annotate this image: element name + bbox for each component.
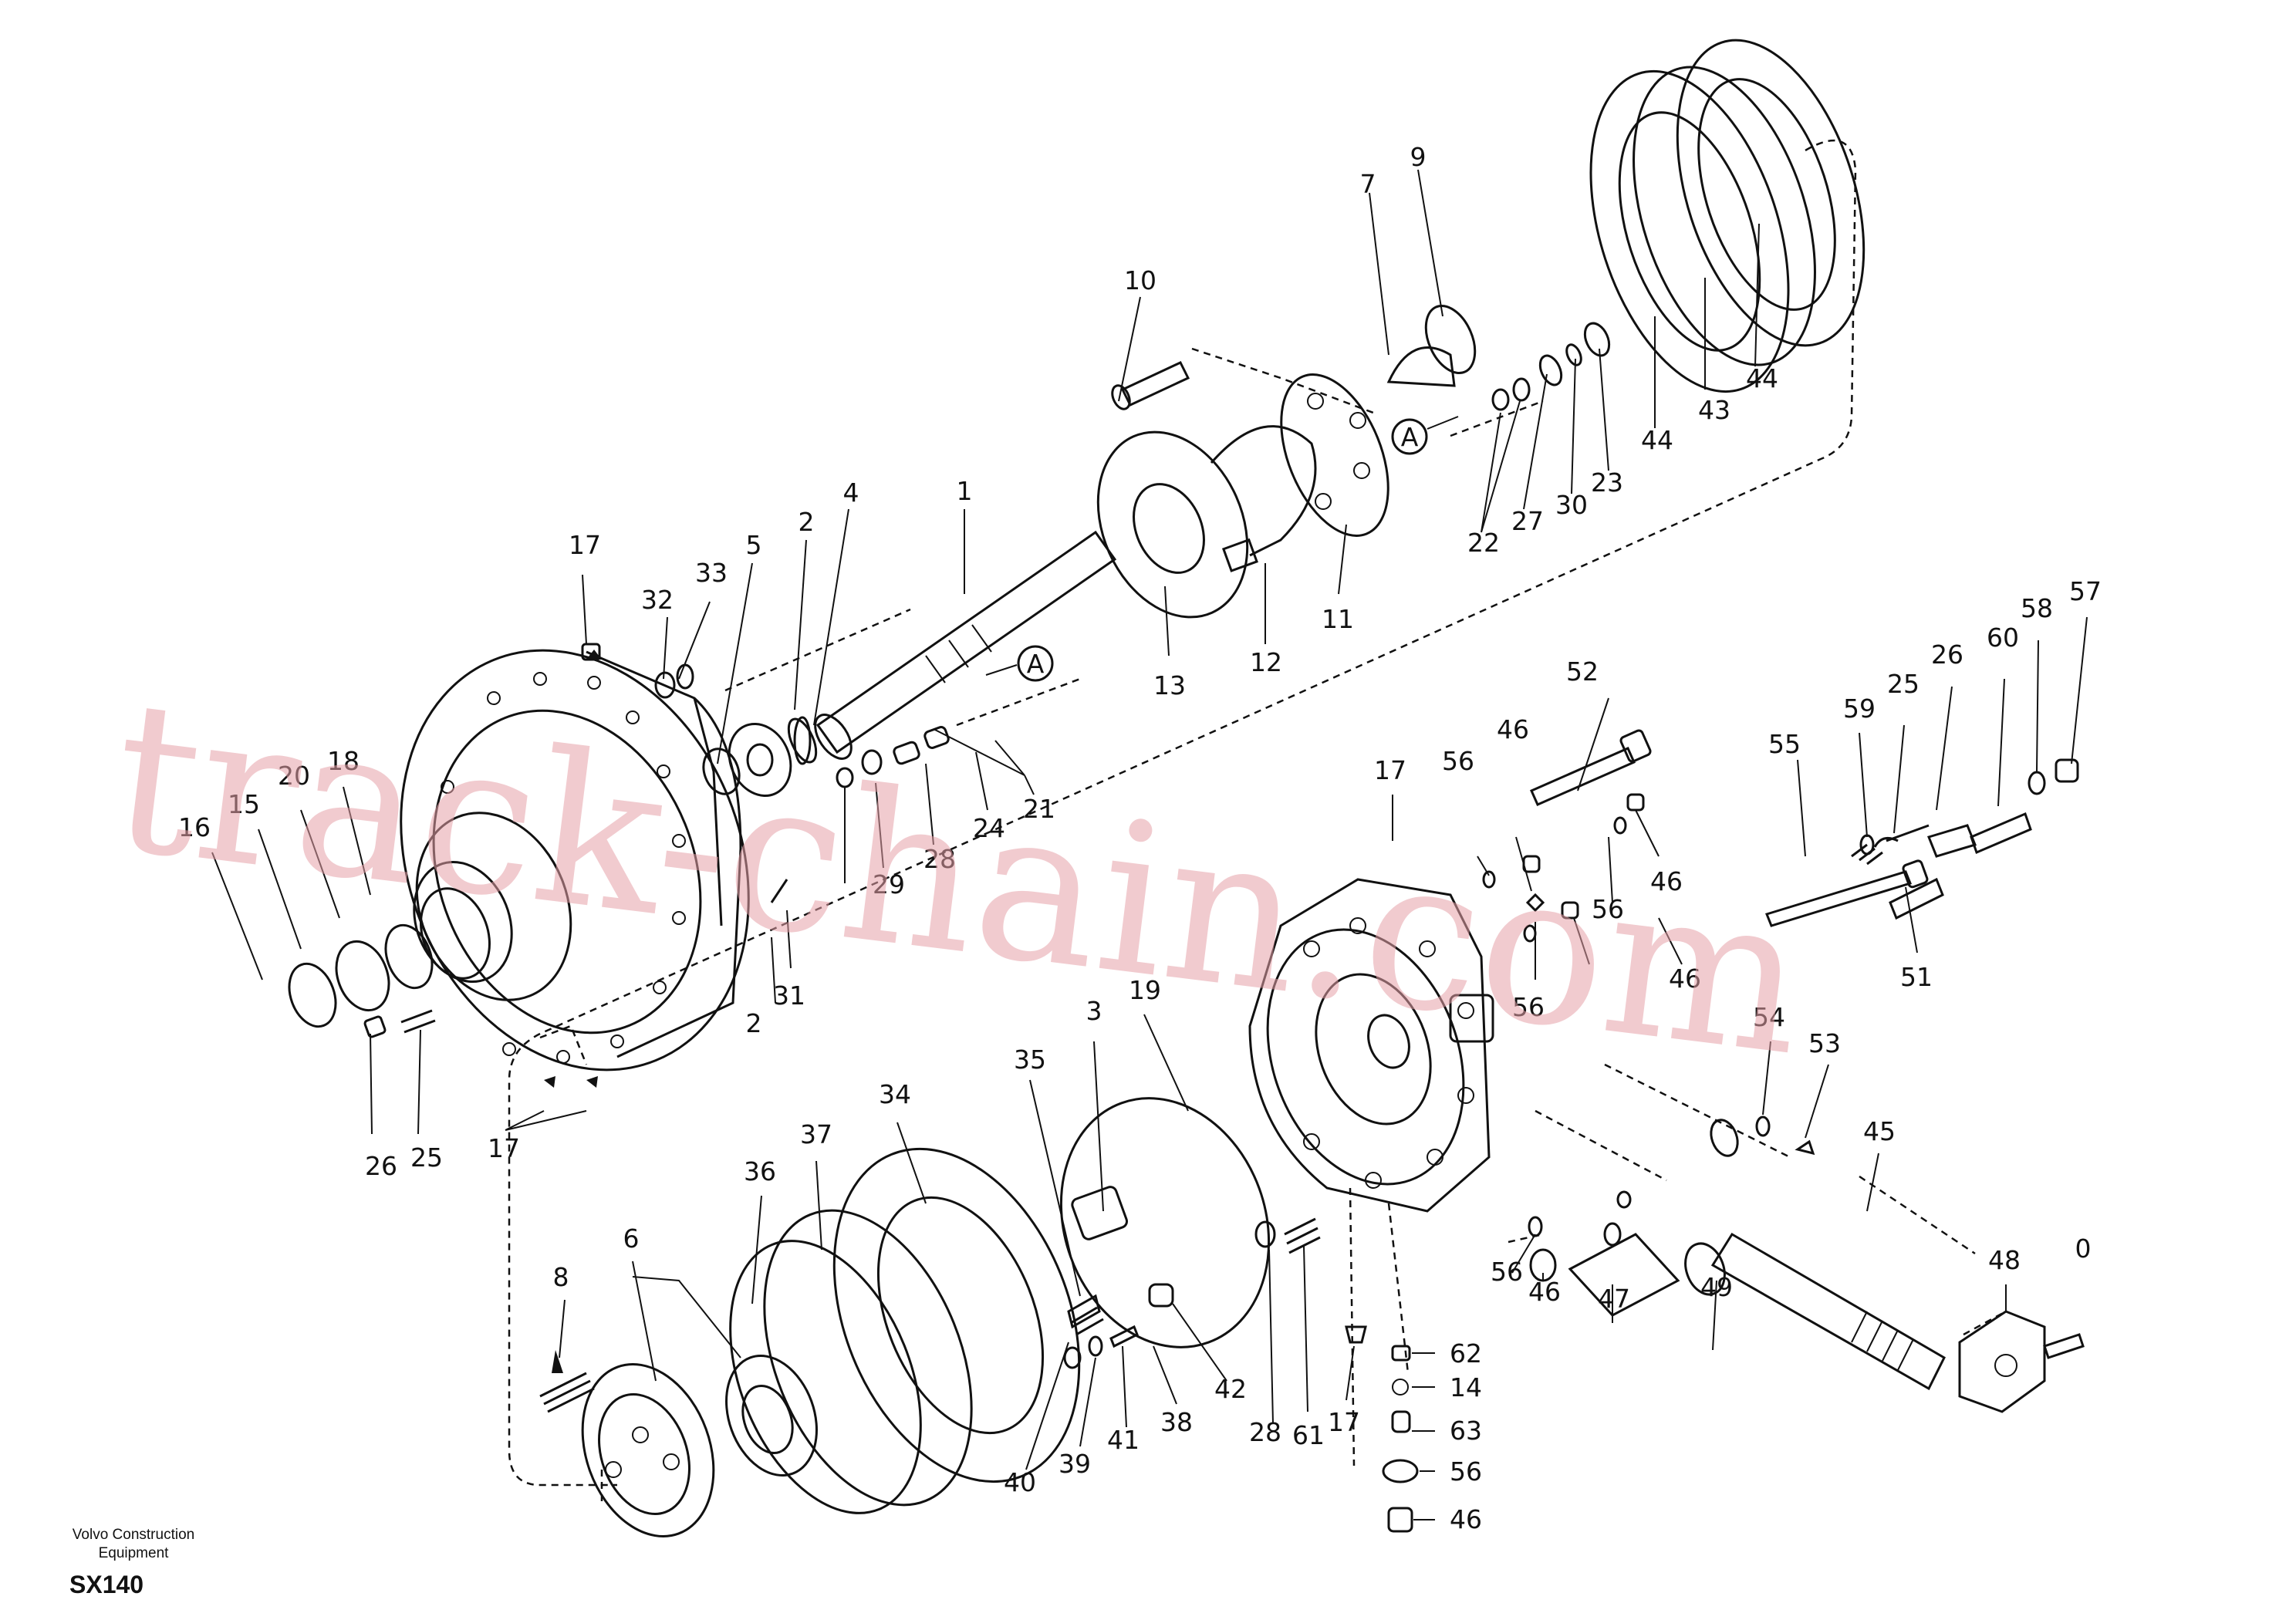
callout-label: 14 — [1450, 1372, 1482, 1402]
callout-label: 60 — [1987, 623, 2019, 653]
callout-label: 53 — [1808, 1028, 1841, 1058]
callout-label: 62 — [1450, 1338, 1482, 1369]
callout-label: 16 — [178, 812, 211, 842]
callout-label: 36 — [744, 1156, 776, 1186]
valve-parts-upper — [1765, 758, 2079, 927]
small-seals — [544, 643, 950, 1088]
callout-label: 56 — [1442, 746, 1474, 776]
hub-gears — [288, 887, 491, 1038]
callout-label: 38 — [1160, 1407, 1193, 1437]
callout-label: 47 — [1598, 1284, 1630, 1314]
callout-label: 63 — [1450, 1416, 1482, 1446]
callout-label: 35 — [1014, 1045, 1046, 1075]
callout-label: 2 — [799, 507, 815, 537]
bolt-52 — [1530, 729, 1652, 806]
callout-label: 46 — [1650, 866, 1683, 896]
callout-label: 31 — [773, 980, 805, 1011]
callout-label: 28 — [923, 844, 956, 874]
callout-label: 19 — [1129, 975, 1161, 1005]
callout-label: 39 — [1059, 1449, 1091, 1479]
callout-label: 46 — [1528, 1277, 1561, 1307]
callout-label: 26 — [1931, 640, 1963, 670]
callout-label: 30 — [1555, 490, 1588, 520]
planetary-group — [539, 1350, 818, 1537]
callout-label: 37 — [800, 1119, 832, 1149]
callout-label: 7 — [1360, 169, 1376, 199]
callout-label: 32 — [641, 585, 674, 615]
footer-model-code: SX140 — [69, 1571, 144, 1598]
callout-labels: 1 2 4 5 33 32 17 10 7 9 13 12 11 22 27 3… — [178, 142, 2102, 1534]
callout-label: 5 — [746, 530, 762, 560]
callout-label: 10 — [1124, 265, 1156, 295]
callout-label: 13 — [1153, 670, 1186, 700]
callout-label: 44 — [1641, 425, 1673, 455]
callout-label: 43 — [1698, 395, 1730, 425]
callout-label: 34 — [879, 1079, 911, 1109]
callout-label: 40 — [1004, 1467, 1036, 1497]
callout-label: 6 — [623, 1223, 640, 1254]
callout-label: 21 — [1023, 794, 1055, 824]
callout-label: 9 — [1410, 142, 1427, 172]
callout-label: 4 — [843, 478, 859, 508]
callout-label: 2 — [746, 1008, 762, 1038]
callout-label: 58 — [2021, 593, 2053, 623]
callout-label: 26 — [365, 1151, 397, 1181]
callout-label: 17 — [1328, 1407, 1360, 1437]
callout-label: 0 — [2075, 1234, 2092, 1264]
callout-label: 22 — [1467, 528, 1500, 558]
callout-label: 57 — [2069, 576, 2102, 606]
callout-label: 46 — [1450, 1504, 1482, 1534]
callout-label: 8 — [553, 1262, 569, 1292]
callout-label: 56 — [1450, 1456, 1482, 1487]
callout-label: 59 — [1843, 694, 1876, 724]
callout-label: 17 — [569, 530, 601, 560]
motor-cover-rings — [729, 1097, 1271, 1514]
callout-label: 28 — [1249, 1417, 1281, 1447]
leader-lines — [211, 169, 2088, 1520]
watermark-text: track-chain.com — [101, 654, 1817, 1102]
callout-label: 29 — [873, 869, 905, 899]
callout-label: 46 — [1497, 714, 1529, 744]
callout-label: 25 — [1887, 669, 1920, 699]
callout-label: 56 — [1491, 1257, 1523, 1287]
callout-label: 48 — [1988, 1245, 2021, 1275]
callout-label: 51 — [1900, 962, 1933, 992]
brake-discs — [1589, 39, 1866, 393]
section-marks: A A — [985, 416, 1459, 682]
callout-label: 18 — [327, 746, 360, 776]
callout-label: 54 — [1753, 1002, 1785, 1032]
callout-label: 24 — [973, 813, 1005, 843]
callout-label: 23 — [1591, 467, 1623, 498]
callout-label: 61 — [1292, 1420, 1325, 1450]
callout-label: 56 — [1592, 894, 1624, 924]
section-mark-a-1: A — [1027, 649, 1045, 679]
callout-label: 41 — [1107, 1425, 1140, 1455]
callout-label: 12 — [1250, 647, 1282, 677]
drive-shaft — [728, 304, 1611, 797]
callout-label: 46 — [1669, 964, 1701, 994]
callout-label: 17 — [488, 1133, 520, 1163]
footer-company-name: Volvo Construction Equipment — [72, 1527, 195, 1561]
callout-label: 3 — [1086, 996, 1102, 1026]
callout-label: 1 — [957, 476, 973, 506]
callout-label: 15 — [228, 789, 260, 819]
callout-label: 56 — [1512, 992, 1545, 1022]
callout-label: 52 — [1566, 656, 1599, 687]
callout-label: 33 — [695, 558, 728, 588]
callout-label: 25 — [410, 1142, 443, 1173]
callout-label: 42 — [1214, 1374, 1247, 1404]
callout-label: 20 — [278, 761, 310, 791]
callout-label: 49 — [1700, 1272, 1733, 1302]
section-mark-a-2: A — [1401, 422, 1419, 452]
callout-label: 44 — [1746, 363, 1778, 393]
callout-label: 55 — [1768, 729, 1801, 759]
callout-label: 11 — [1322, 604, 1354, 634]
callout-label: 45 — [1863, 1116, 1896, 1146]
motor-housing — [1248, 793, 1645, 1213]
callout-label: 27 — [1511, 506, 1544, 536]
callout-label: 17 — [1374, 755, 1406, 785]
